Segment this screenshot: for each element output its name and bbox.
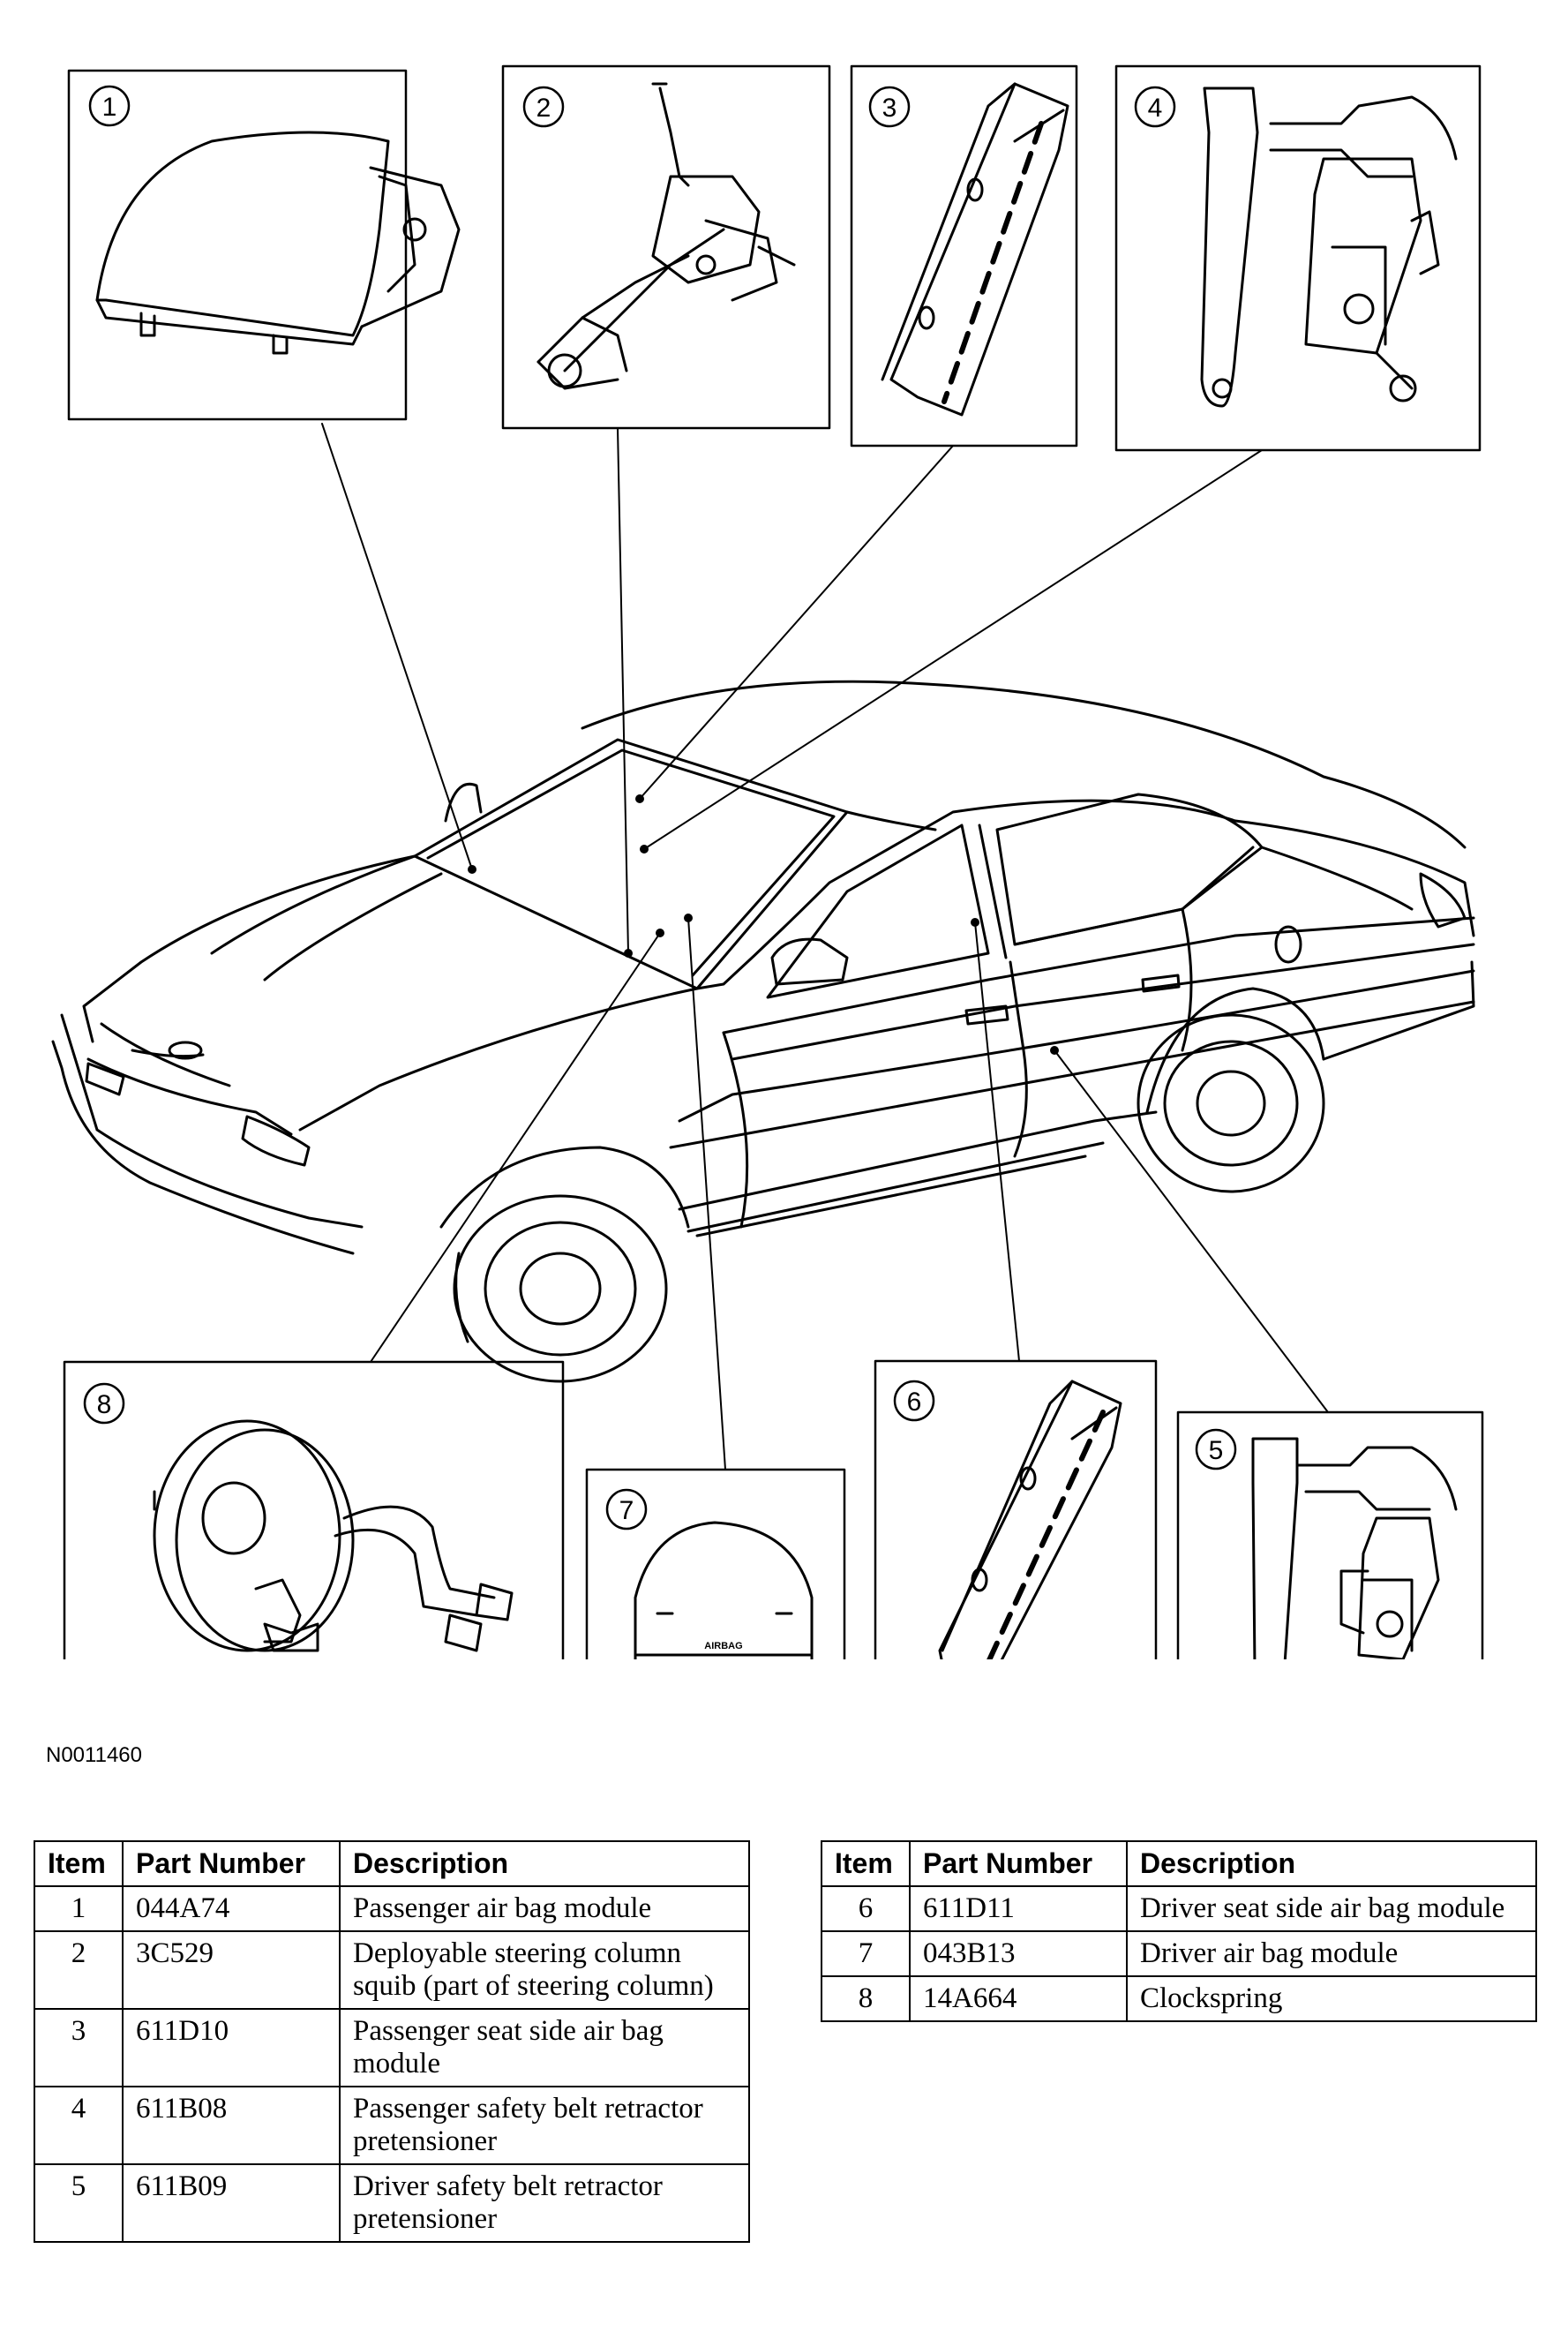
description-cell: Driver air bag module <box>1126 1929 1537 1977</box>
callout-box-4: 4 <box>1114 64 1482 452</box>
description-cell: Clockspring <box>1126 1974 1537 2022</box>
part-number-cell: 611D11 <box>909 1885 1128 1932</box>
table-row: 6 611D11 Driver seat side air bag module <box>821 1885 1537 1932</box>
table-header-row: Item Part Number Description <box>34 1840 750 1887</box>
description-cell: Passenger air bag module <box>339 1885 750 1932</box>
description-cell: Deployable steering column squib (part o… <box>339 1929 750 2010</box>
callout-number: 3 <box>882 94 897 123</box>
column-header-item: Item <box>34 1840 124 1887</box>
item-cell: 4 <box>34 2085 124 2165</box>
callout-box-6: 6 <box>874 1359 1158 1659</box>
parts-table-left: Item Part Number Description 1 044A74 Pa… <box>34 1840 750 2243</box>
item-cell: 5 <box>34 2162 124 2243</box>
item-cell: 7 <box>821 1929 911 1977</box>
airbag-label: AIRBAG <box>704 1641 742 1651</box>
table-row: 8 14A664 Clockspring <box>821 1974 1537 2022</box>
item-cell: 3 <box>34 2007 124 2087</box>
item-cell: 8 <box>821 1974 911 2022</box>
table-row: 5 611B09 Driver safety belt retractor pr… <box>34 2162 750 2243</box>
airbag-system-diagram: 1 2 3 4 <box>51 64 1484 1659</box>
table-row: 4 611B08 Passenger safety belt retractor… <box>34 2085 750 2165</box>
callout-number: 1 <box>102 93 117 122</box>
part-number-cell: 3C529 <box>122 1929 341 2010</box>
figure-code: N0011460 <box>46 1743 142 1767</box>
callout-box-3: 3 <box>850 64 1078 447</box>
item-cell: 1 <box>34 1885 124 1932</box>
callout-box-7: 7 AIRBAG <box>585 1468 846 1659</box>
column-header-item: Item <box>821 1840 911 1887</box>
leader-lines <box>321 423 1329 1470</box>
column-header-description: Description <box>1126 1840 1537 1887</box>
part-number-cell: 611B08 <box>122 2085 341 2165</box>
callout-number: 7 <box>619 1496 634 1525</box>
table-header-row: Item Part Number Description <box>821 1840 1537 1887</box>
description-cell: Passenger seat side air bag module <box>339 2007 750 2087</box>
vehicle-illustration <box>51 680 1475 1383</box>
callout-number: 5 <box>1209 1436 1224 1465</box>
description-cell: Passenger safety belt retractor pretensi… <box>339 2085 750 2165</box>
table-row: 3 611D10 Passenger seat side air bag mod… <box>34 2007 750 2087</box>
part-number-cell: 044A74 <box>122 1885 341 1932</box>
column-header-part-number: Part Number <box>122 1840 341 1887</box>
callout-box-8: 8 <box>63 1360 565 1659</box>
leader-dots <box>468 794 1059 1055</box>
column-header-description: Description <box>339 1840 750 1887</box>
table-row: 7 043B13 Driver air bag module <box>821 1929 1537 1977</box>
callout-number: 2 <box>536 94 551 123</box>
description-cell: Driver safety belt retractor pretensione… <box>339 2162 750 2243</box>
column-header-part-number: Part Number <box>909 1840 1128 1887</box>
callout-number: 4 <box>1148 94 1163 123</box>
callout-number: 6 <box>907 1388 922 1417</box>
parts-table-right: Item Part Number Description 6 611D11 Dr… <box>821 1840 1537 2022</box>
part-number-cell: 043B13 <box>909 1929 1128 1977</box>
part-number-cell: 611B09 <box>122 2162 341 2243</box>
table-row: 2 3C529 Deployable steering column squib… <box>34 1929 750 2010</box>
part-number-cell: 14A664 <box>909 1974 1128 2022</box>
callout-box-5: 5 <box>1176 1410 1484 1659</box>
description-cell: Driver seat side air bag module <box>1126 1885 1537 1932</box>
callout-box-1: 1 <box>67 69 461 421</box>
item-cell: 2 <box>34 1929 124 2010</box>
callout-box-2: 2 <box>501 64 831 430</box>
item-cell: 6 <box>821 1885 911 1932</box>
part-number-cell: 611D10 <box>122 2007 341 2087</box>
callout-number: 8 <box>97 1390 112 1419</box>
table-row: 1 044A74 Passenger air bag module <box>34 1885 750 1932</box>
